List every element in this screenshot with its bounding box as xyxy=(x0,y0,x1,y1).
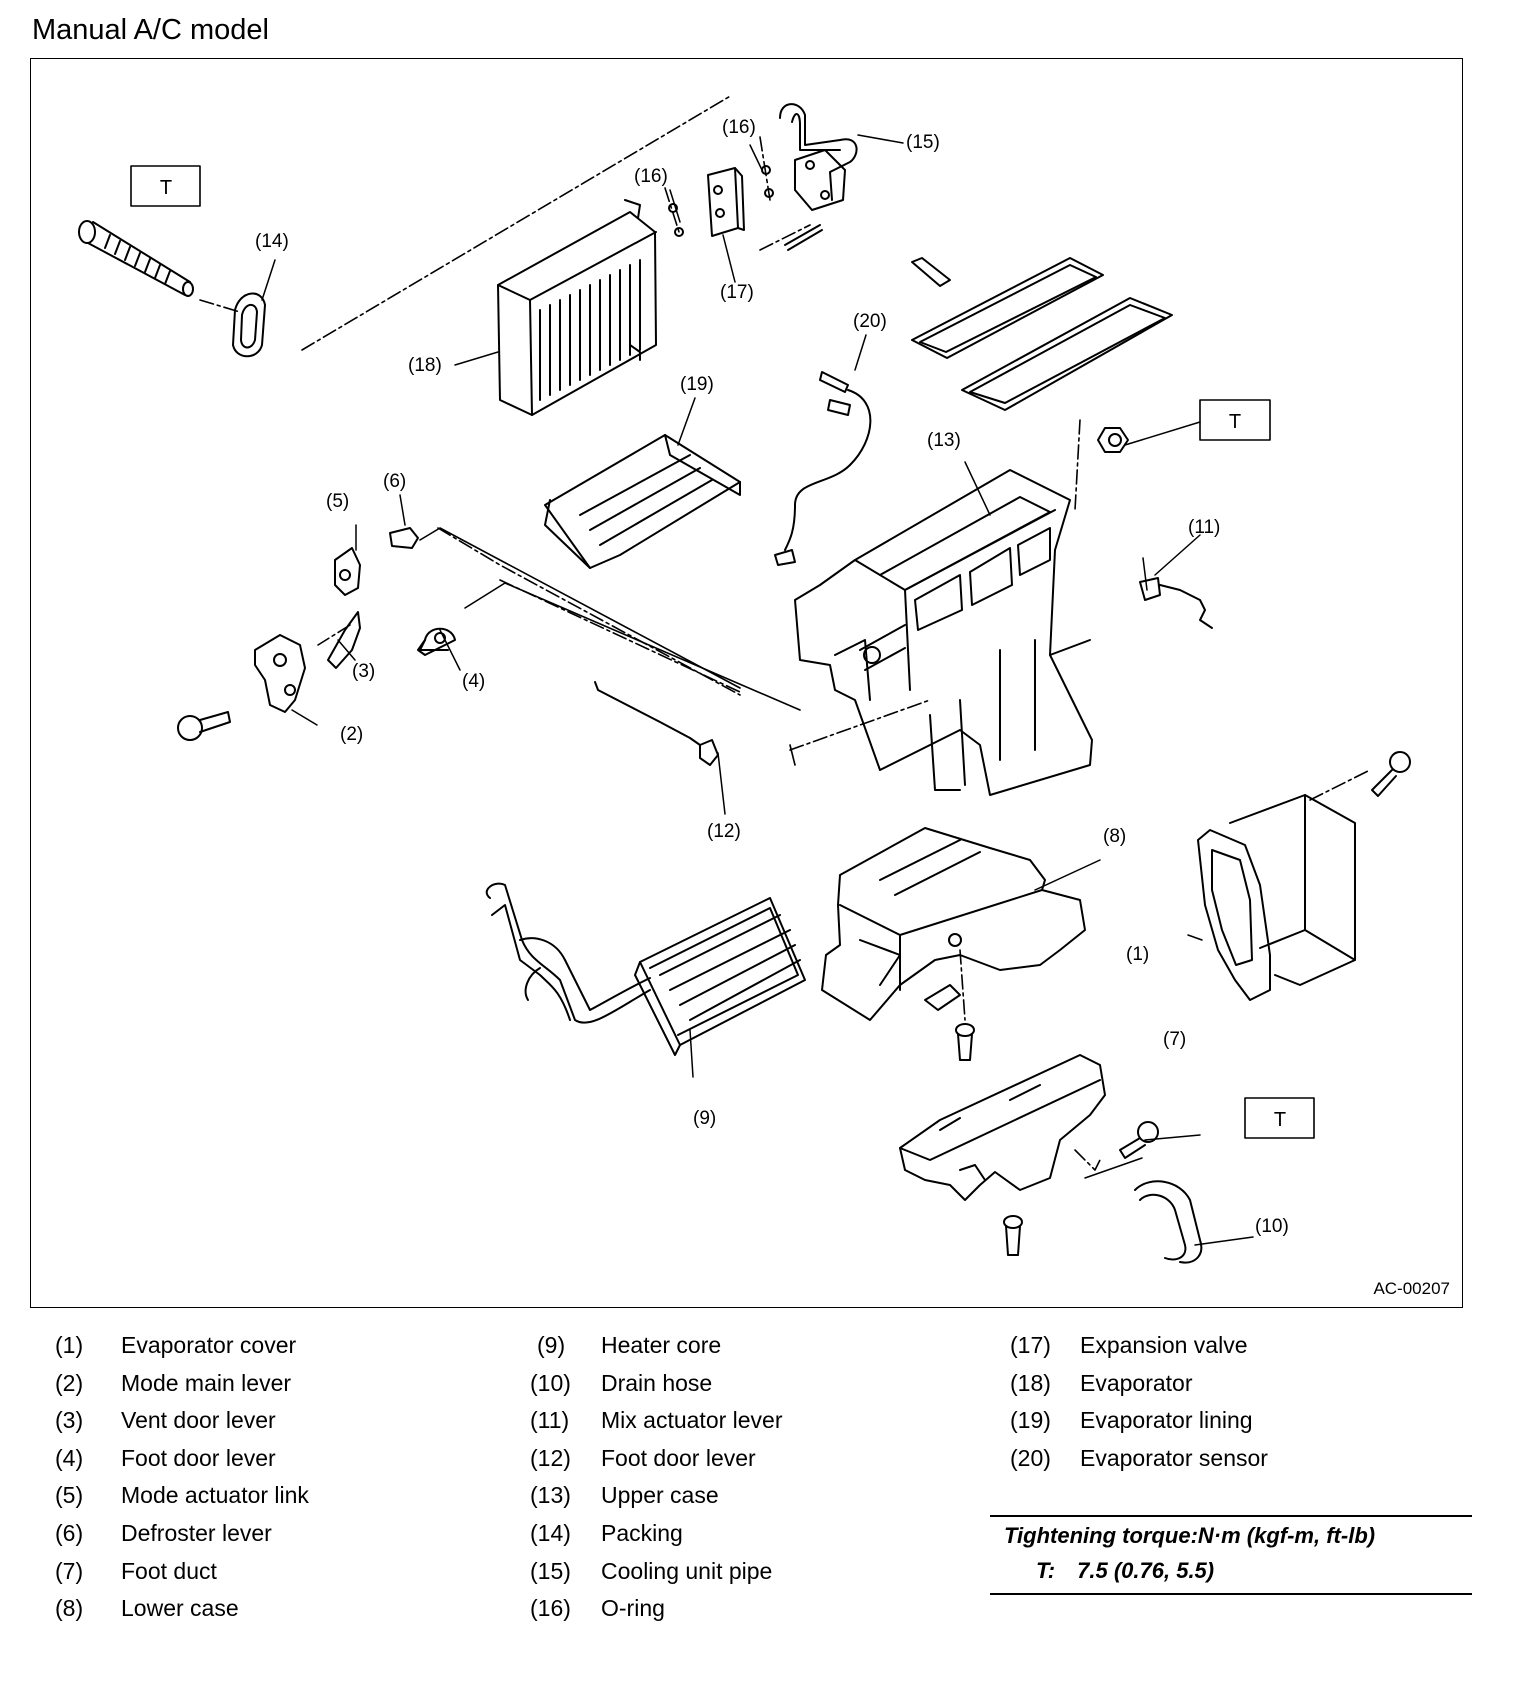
evaporator-18 xyxy=(497,199,657,416)
screw-lower-case xyxy=(955,1023,975,1061)
torque-mark-2: T xyxy=(1229,411,1241,433)
o-rings-16 xyxy=(668,165,774,237)
torque-mark-3: T xyxy=(1274,1109,1286,1131)
mode-actuator-link-5 xyxy=(334,547,361,596)
torque-box-bolt-14 xyxy=(130,165,201,207)
tightening-torque-box: Tightening torque:N·m (kgf-m, ft-lb) T: 7… xyxy=(990,1515,1472,1595)
callout-2: (2) xyxy=(340,724,363,745)
mode-main-lever-2 xyxy=(254,634,306,713)
torque-label: T: xyxy=(1036,1558,1056,1583)
torque-mark-boxes xyxy=(130,165,1315,1139)
callout-11: (11) xyxy=(1188,517,1220,538)
torque-box-foot-duct xyxy=(1244,1097,1315,1139)
drain-hose-10 xyxy=(1134,1180,1203,1264)
callout-4: (4) xyxy=(462,671,485,692)
torque-value: 7.5 (0.76, 5.5) xyxy=(1077,1558,1215,1583)
upper-case-13 xyxy=(794,469,1093,796)
vent-door-lever-3 xyxy=(327,611,361,669)
callout-17: (17) xyxy=(720,282,754,303)
callout-20: (20) xyxy=(853,311,887,332)
callout-14: (14) xyxy=(255,231,289,252)
callout-5: (5) xyxy=(326,491,349,512)
callout-8: (8) xyxy=(1103,826,1126,847)
callout-1: (1) xyxy=(1126,944,1149,965)
callout-7: (7) xyxy=(1163,1029,1186,1050)
callout-9: (9) xyxy=(693,1108,716,1129)
heater-core-9 xyxy=(634,897,806,1056)
callout-6: (6) xyxy=(383,471,406,492)
foot-duct-7 xyxy=(899,1054,1106,1201)
callout-18: (18) xyxy=(408,355,442,376)
evaporator-lining-19 xyxy=(544,434,741,569)
foot-door-lever-4 xyxy=(417,627,456,656)
bolt-14 xyxy=(78,220,194,297)
heater-pipes-9 xyxy=(485,882,651,1024)
figure-code: AC-00207 xyxy=(1373,1279,1450,1298)
diagram-frame: AC-00207 xyxy=(30,58,1463,1308)
mix-actuator-lever-11 xyxy=(1139,577,1213,629)
nut-13 xyxy=(1097,427,1129,453)
diagram-title: Manual A/C model xyxy=(32,14,269,46)
callout-3: (3) xyxy=(352,661,375,682)
link-lines xyxy=(419,527,801,766)
foot-door-lever-12 xyxy=(594,681,719,766)
bolt-foot-duct xyxy=(1119,1121,1159,1159)
screw-foot-duct xyxy=(1003,1215,1023,1256)
callout-19: (19) xyxy=(680,374,714,395)
air-filters xyxy=(911,257,1173,411)
callout-15: (15) xyxy=(906,132,940,153)
torque-heading: Tightening torque:N·m (kgf-m, ft-lb) xyxy=(1004,1523,1376,1548)
torque-spec: T: 7.5 (0.76, 5.5) xyxy=(1036,1558,1214,1584)
packing-14 xyxy=(232,292,266,358)
torque-mark-1: T xyxy=(160,177,172,199)
callout-12: (12) xyxy=(707,821,741,842)
expansion-valve-17 xyxy=(707,167,823,251)
evaporator-sensor-20 xyxy=(774,371,872,566)
torque-box-nut-13 xyxy=(1199,399,1271,441)
lower-case-8 xyxy=(821,827,1086,1021)
leader-lines xyxy=(261,134,1254,1246)
guide-lines xyxy=(199,94,1371,1171)
callout-13: (13) xyxy=(927,430,961,451)
defroster-lever-6 xyxy=(389,527,419,549)
screw-2 xyxy=(177,711,231,741)
cooling-unit-pipe-15 xyxy=(779,103,858,211)
callout-16b: (16) xyxy=(722,117,756,138)
callout-10: (10) xyxy=(1255,1216,1289,1237)
callout-16a: (16) xyxy=(634,166,668,187)
evaporator-cover-1 xyxy=(1197,794,1356,1001)
screw-1 xyxy=(1371,751,1411,797)
